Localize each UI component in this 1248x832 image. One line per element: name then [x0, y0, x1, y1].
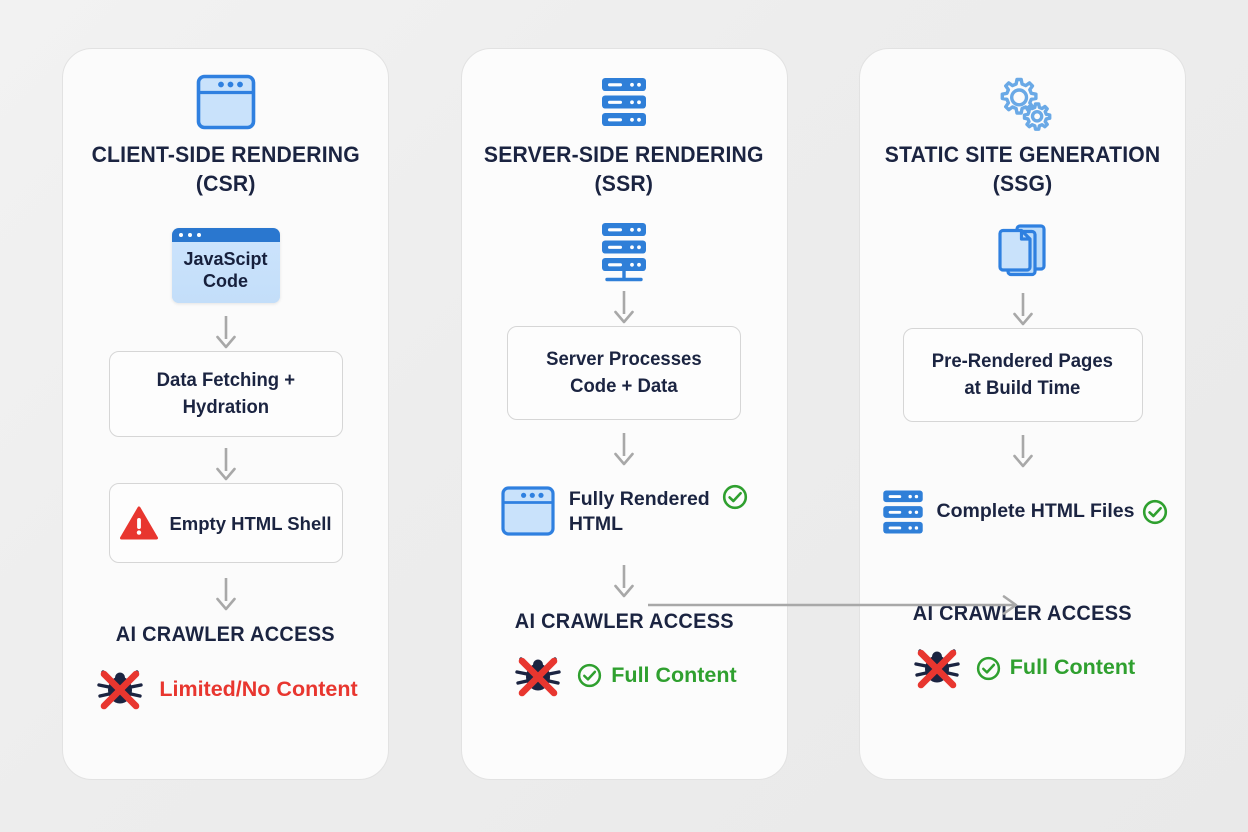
- card-title-line2: (SSG): [992, 170, 1053, 196]
- card-title-line2: (CSR): [195, 170, 256, 196]
- crawler-result-text: Full Content: [611, 663, 737, 688]
- check-circle-icon: [1143, 500, 1168, 525]
- page-title-ssr: SERVER-SIDE RENDERING (SSR): [484, 141, 764, 198]
- output-box-empty-html-shell: Empty HTML Shell: [108, 483, 343, 564]
- output-row-complete-html-files: Complete HTML Files: [877, 486, 1169, 538]
- step-line1: Pre-Rendered Pages: [931, 350, 1114, 373]
- arrow-down-icon: [614, 564, 634, 598]
- output-label: Empty HTML Shell: [169, 512, 332, 534]
- code-window-body: JavaScipt Code: [171, 242, 280, 304]
- server-network-icon: [602, 223, 646, 282]
- step-box-data-fetching: Data Fetching + Hydration: [108, 351, 343, 438]
- crawler-access-title: AI CRAWLER ACCESS: [115, 623, 336, 647]
- step-line1: Data Fetching +: [156, 369, 295, 392]
- output-label: Complete HTML Files: [936, 500, 1135, 523]
- warning-triangle-icon: [120, 506, 159, 540]
- arrow-down-icon: [215, 578, 236, 611]
- arrow-down-icon: [1012, 293, 1033, 326]
- crawler-result-label: Full Content: [577, 663, 737, 688]
- step-line2: Hydration: [182, 396, 269, 419]
- code-window-titlebar: [171, 228, 280, 243]
- page-title-ssg: STATIC SITE GENERATION (SSG): [885, 141, 1161, 198]
- code-label-line1: JavaScipt: [183, 249, 268, 270]
- documents-stack-icon: [997, 224, 1046, 277]
- check-circle-icon: [976, 656, 1000, 680]
- arrow-down-icon: [215, 316, 236, 349]
- page-title-csr: CLIENT-SIDE RENDERING (CSR): [91, 141, 359, 198]
- code-label-line2: Code: [203, 270, 248, 291]
- card-title-line2: (SSR): [594, 170, 654, 196]
- crawler-result-row: Full Content: [511, 650, 737, 702]
- gears-icon: [992, 69, 1054, 135]
- browser-window-icon: [195, 69, 257, 135]
- window-dot-1: [178, 233, 183, 238]
- server-stack-icon: [595, 69, 653, 135]
- step-box-pre-rendered-pages: Pre-Rendered Pages at Build Time: [902, 328, 1143, 423]
- window-dot-2: [187, 233, 192, 238]
- arrow-down-icon: [614, 291, 634, 324]
- card-title-line1: SERVER-SIDE RENDERING: [484, 142, 764, 167]
- step-line1: Server Processes: [546, 348, 702, 371]
- step-line2: Code + Data: [570, 375, 678, 398]
- column-card-ssg[interactable]: STATIC SITE GENERATION (SSG) Pre-Rendere…: [859, 48, 1186, 780]
- output-label: Fully Rendered HTML: [569, 484, 748, 538]
- card-title-line1: STATIC SITE GENERATION: [884, 142, 1161, 167]
- browser-window-icon: [501, 486, 555, 536]
- column-card-ssr[interactable]: SERVER-SIDE RENDERING (SSR): [460, 48, 788, 780]
- step-box-server-processes: Server Processes Code + Data: [507, 326, 741, 421]
- output-label-line1: Fully Rendered: [568, 488, 710, 511]
- window-dot-3: [196, 233, 201, 238]
- output-label-line2: HTML: [568, 513, 623, 536]
- crawler-result-row: Limited/No Content: [93, 663, 358, 715]
- output-row-fully-rendered-html: Fully Rendered HTML: [500, 484, 748, 538]
- crawler-access-title: AI CRAWLER ACCESS: [912, 602, 1133, 626]
- check-circle-icon: [723, 485, 748, 510]
- blocked-bug-icon: [97, 670, 144, 710]
- crawler-result-text: Full Content: [1009, 655, 1136, 680]
- crawler-result-label: Full Content: [976, 656, 1135, 681]
- columns-container: CLIENT-SIDE RENDERING (CSR) JavaScipt Co…: [62, 48, 1186, 780]
- blocked-bug-icon: [914, 649, 960, 689]
- server-stack-icon: [882, 490, 923, 534]
- arrow-down-icon: [1012, 435, 1033, 468]
- arrow-down-icon: [215, 448, 236, 481]
- column-card-csr[interactable]: CLIENT-SIDE RENDERING (CSR) JavaScipt Co…: [62, 48, 389, 780]
- code-window-icon: JavaScipt Code: [171, 228, 280, 304]
- blocked-bug-icon: [515, 657, 561, 697]
- step-line2: at Build Time: [964, 377, 1081, 400]
- crawler-access-title: AI CRAWLER ACCESS: [514, 609, 734, 633]
- crawler-result-label: Limited/No Content: [159, 676, 358, 701]
- card-title-line1: CLIENT-SIDE RENDERING: [91, 142, 360, 167]
- crawler-result-row: Full Content: [910, 642, 1135, 694]
- check-circle-icon: [578, 664, 602, 688]
- arrow-down-icon: [614, 433, 634, 466]
